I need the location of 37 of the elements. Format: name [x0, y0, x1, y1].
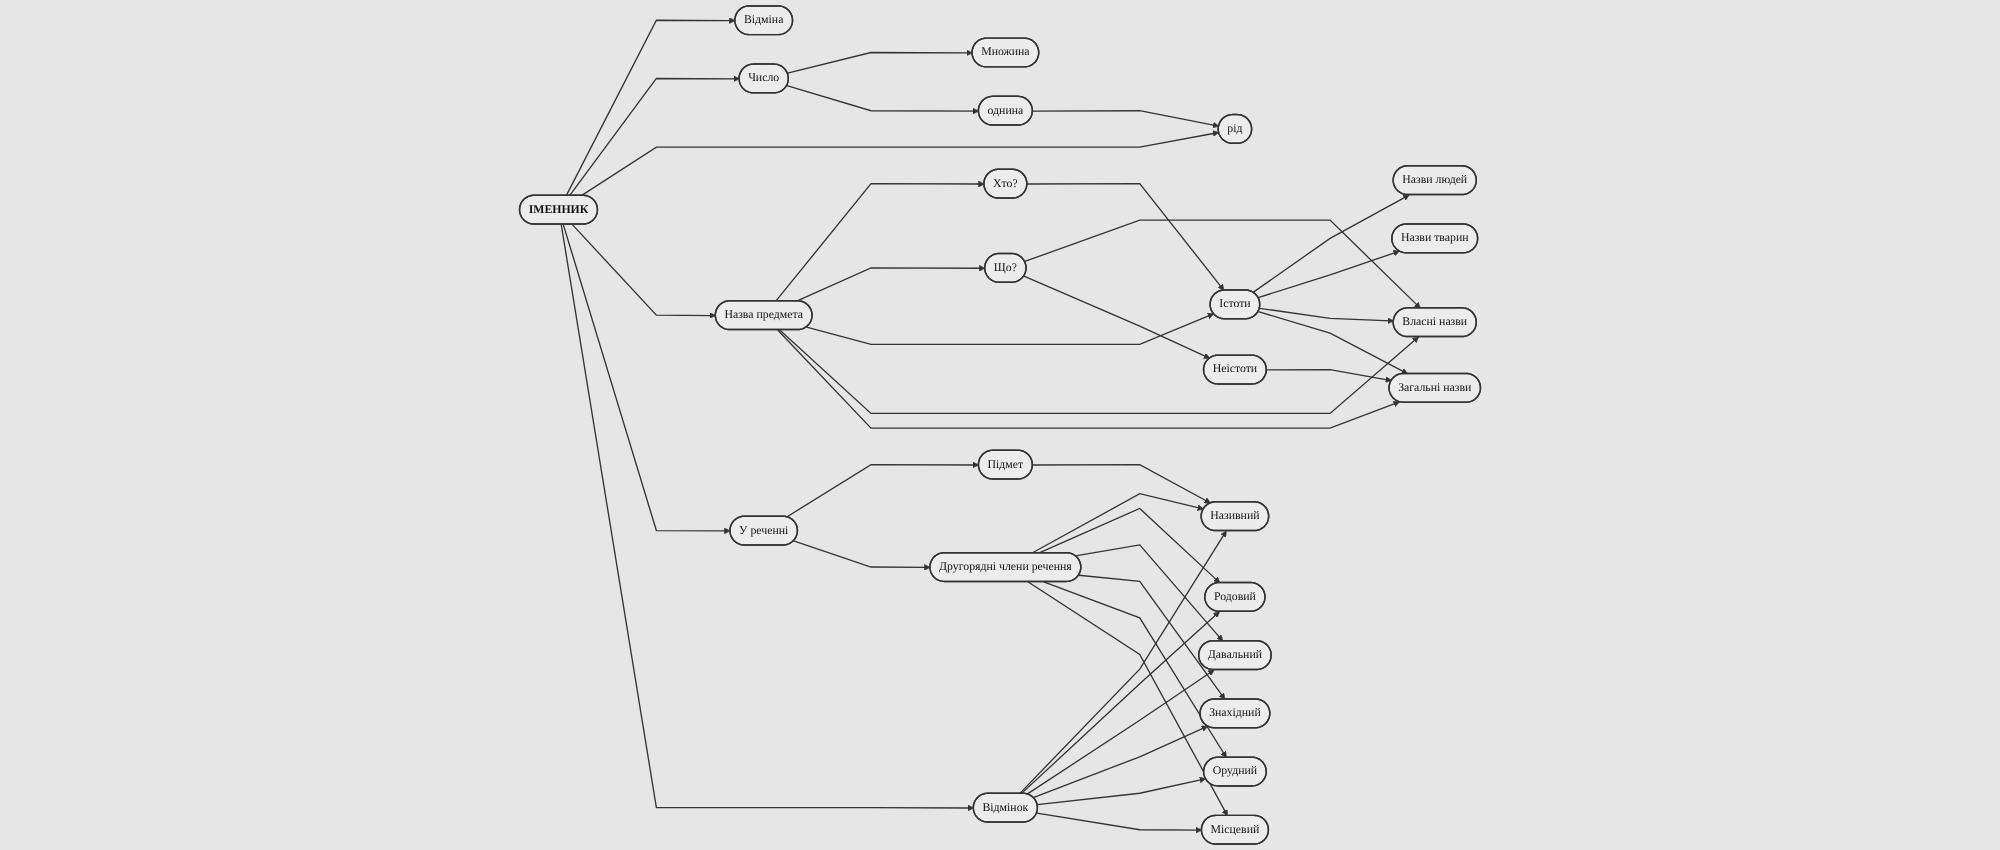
arrow [1258, 307, 1394, 325]
arrow [1026, 183, 1225, 291]
arrow [580, 130, 1220, 197]
arrow [1020, 611, 1220, 795]
arrow [1078, 574, 1226, 700]
arrow [1265, 368, 1392, 383]
arrow [1027, 581, 1228, 817]
arrow [786, 85, 980, 115]
arrow [1036, 776, 1206, 806]
arrow [805, 313, 1214, 345]
arrow [786, 49, 973, 74]
arrow [571, 223, 716, 319]
arrow [777, 329, 1400, 429]
arrow [786, 461, 980, 518]
arrow [793, 540, 931, 571]
arrow [568, 75, 740, 197]
arrow [1038, 507, 1221, 584]
arrow [565, 17, 736, 197]
arrow [779, 329, 1419, 415]
arrow [1024, 219, 1421, 309]
arrow [1074, 544, 1224, 642]
arrow [1257, 311, 1408, 375]
arrow [1257, 250, 1400, 299]
arrow [1252, 194, 1410, 294]
arrow [1036, 812, 1203, 834]
arrow [1032, 725, 1209, 799]
arrow [1019, 530, 1227, 795]
arrow [1032, 463, 1211, 504]
arrow [795, 264, 986, 302]
arrow [775, 180, 985, 302]
arrow [1026, 669, 1215, 795]
arrow [562, 223, 731, 535]
arrow [1031, 493, 1204, 554]
arrow [1032, 110, 1220, 129]
arrow [1023, 275, 1211, 359]
arrow [560, 223, 974, 812]
arrow [1043, 581, 1227, 758]
